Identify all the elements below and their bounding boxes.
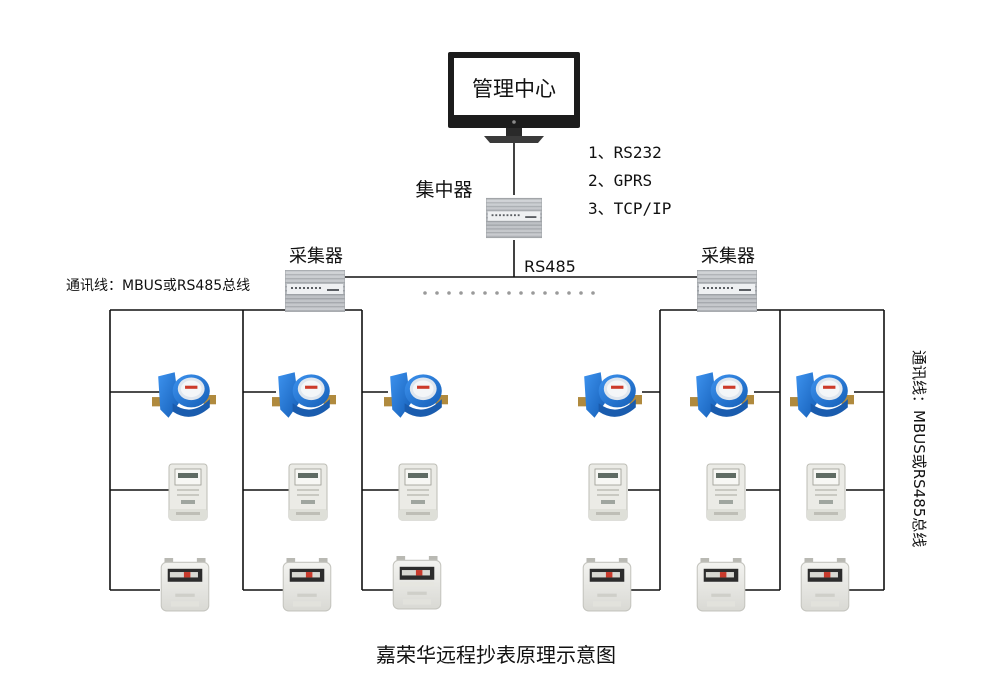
electricity-meter [588, 463, 628, 521]
water-meter [578, 372, 642, 418]
protocol-list: 1、RS232 2、GPRS 3、TCP/IP [588, 143, 671, 218]
water-meter [152, 372, 216, 418]
protocol-item: 1、RS232 [588, 143, 662, 162]
left-group-wiring [109, 309, 400, 591]
gas-meter [800, 558, 850, 612]
comm-line-label-left: 通讯线：MBUS或RS485总线 [66, 278, 250, 294]
monitor-screen [454, 58, 574, 115]
diagram-caption: 嘉荣华远程抄表原理示意图 [376, 643, 616, 667]
concentrator-label: 集中器 [415, 179, 472, 201]
water-meter [384, 372, 448, 418]
gas-meter [392, 556, 442, 610]
right-meters [578, 372, 854, 612]
collector-right: 采集器 [697, 246, 757, 312]
rs485-label: RS485 [524, 257, 576, 276]
monitor-stand [484, 136, 544, 143]
electricity-meter [288, 463, 328, 521]
gas-meter [582, 558, 632, 612]
left-meters [152, 372, 448, 612]
bus-continuation-dots [423, 291, 595, 295]
protocol-item: 3、TCP/IP [588, 199, 671, 218]
collector-left: 采集器 [285, 246, 345, 312]
water-meter [272, 372, 336, 418]
protocol-item: 2、GPRS [588, 171, 652, 190]
collector-label: 采集器 [701, 246, 755, 267]
monitor-label: 管理中心 [472, 77, 556, 101]
electricity-meter [398, 463, 438, 521]
concentrator: 集中器 [415, 179, 542, 239]
monitor: 管理中心 [448, 52, 580, 143]
monitor-power-dot [512, 120, 516, 124]
water-meter [690, 372, 754, 418]
electricity-meter [806, 463, 846, 521]
gas-meter [696, 558, 746, 612]
gas-meter [160, 558, 210, 612]
gas-meter [282, 558, 332, 612]
concentrator-device [486, 197, 542, 239]
electricity-meter [706, 463, 746, 521]
comm-line-label-right: 通讯线：MBUS或RS485总线 [910, 350, 928, 547]
collector-device [285, 270, 345, 312]
electricity-meter [168, 463, 208, 521]
collector-label: 采集器 [289, 246, 343, 267]
monitor-neck [506, 128, 522, 136]
water-meter [790, 372, 854, 418]
wiring [109, 143, 885, 591]
collector-device [697, 270, 757, 312]
right-group-wiring [628, 309, 885, 591]
